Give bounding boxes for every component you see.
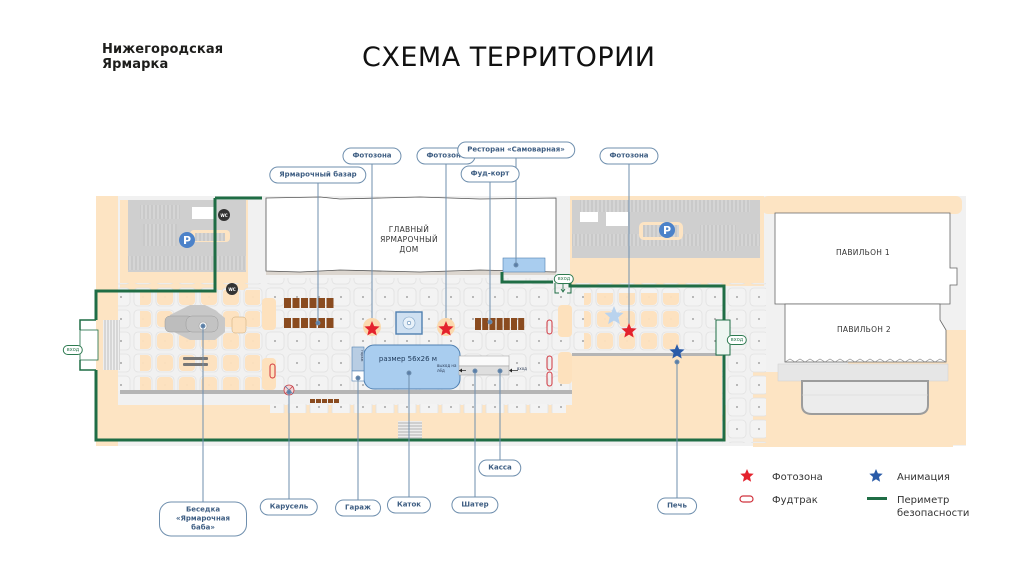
stall (328, 399, 333, 403)
callout-anchor-cashier (497, 368, 503, 374)
rink-entry-label: вход (517, 366, 527, 371)
parking-icon: P (659, 222, 675, 238)
brand-line2: Ярмарка (102, 57, 169, 72)
brand-line1: Нижегородская (102, 42, 224, 57)
stall (326, 318, 334, 328)
page-title: СХЕМА ТЕРРИТОРИИ (362, 42, 656, 73)
blue-star-icon (869, 469, 883, 482)
stall (518, 318, 525, 330)
garage-small-label: гараж (360, 350, 364, 362)
decor-star-icon (604, 306, 624, 325)
red-star-icon (740, 469, 754, 482)
stall (326, 298, 334, 308)
legend-photozone: Фотозона (772, 472, 823, 483)
callout-gazebo[interactable]: Беседка «Ярмарочная баба» (159, 501, 247, 537)
perimeter-line-icon (867, 497, 887, 500)
stall (284, 298, 291, 308)
stall (334, 399, 339, 403)
stall (309, 298, 317, 308)
bazaar-stalls (284, 298, 525, 403)
svg-text:WC: WC (220, 213, 227, 218)
callout-photo1[interactable]: Фотозона (342, 147, 402, 165)
stall (503, 318, 510, 330)
foodtrucks (269, 319, 553, 387)
callout-photo3[interactable]: Фотозона (599, 147, 659, 165)
rink-exit-label: выход на лёд (437, 363, 457, 373)
entrance-east-label[interactable]: вход (726, 335, 748, 345)
stall (511, 318, 517, 330)
callout-anchor-stove (674, 359, 680, 365)
entrance-north-label[interactable]: вход (553, 274, 575, 284)
callout-anchor-rink (406, 370, 412, 376)
photozone-star-2-icon (438, 321, 454, 336)
callout-anchor-bazaar (315, 320, 321, 326)
callout-garage[interactable]: Гараж (335, 499, 381, 517)
stall (301, 318, 308, 328)
gazebo-ymarochnaya-baba (164, 305, 247, 366)
svg-text:P: P (183, 234, 191, 247)
svg-text:P: P (663, 224, 671, 237)
callout-bazaar[interactable]: Ярмарочный базар (269, 166, 367, 184)
legend-animation: Анимация (897, 472, 950, 483)
parking-icon: P (179, 232, 195, 248)
animation-star-icon (669, 344, 685, 359)
stall (482, 318, 489, 330)
callout-carousel[interactable]: Карусель (259, 498, 319, 516)
photozone-star-1-icon (364, 321, 380, 336)
parking-east (570, 196, 764, 286)
stall (310, 399, 315, 403)
callout-foodcourt[interactable]: Фуд-корт (460, 165, 520, 183)
callout-tent[interactable]: Шатер (451, 496, 499, 514)
security-perimeter (94, 196, 726, 442)
pavilion-1-label: ПАВИЛЬОН 1 (835, 248, 891, 257)
callout-anchor-foodcourt (487, 319, 493, 325)
gate-north (554, 283, 572, 294)
gate-west (79, 319, 99, 371)
pavilion-2-label: ПАВИЛЬОН 2 (836, 325, 892, 334)
callout-rink[interactable]: Каток (386, 496, 432, 514)
foodtrack-icon (739, 495, 754, 503)
stall (318, 298, 325, 308)
stall (292, 298, 300, 308)
callout-anchor-restaurant (513, 262, 519, 268)
ice-rink (351, 311, 518, 390)
main-fair-house (265, 196, 557, 275)
legend-icons (739, 469, 887, 503)
pavilions (753, 196, 966, 447)
stall (318, 318, 325, 328)
callout-anchor-garage (355, 375, 361, 381)
brand-logo: Нижегородская Ярмарка (102, 42, 223, 72)
stall (489, 318, 496, 330)
stall (322, 399, 327, 403)
callout-anchor-gazebo (200, 323, 206, 329)
stall (284, 318, 291, 328)
stall (475, 318, 481, 330)
stairs (103, 320, 422, 439)
legend-foodtruck: Фудтрак (772, 495, 818, 506)
photozone-star-3-icon (621, 323, 637, 338)
callout-restaurant[interactable]: Ресторан «Самоварная» (457, 141, 575, 159)
stall (301, 298, 308, 308)
callout-anchor-carousel (286, 389, 292, 395)
stall (292, 318, 300, 328)
stall (496, 318, 503, 330)
stall (309, 318, 317, 328)
main-house-label: ГЛАВНЫЙ ЯРМАРОЧНЫЙ ДОМ (380, 225, 438, 254)
wc-icon: WC (218, 209, 230, 221)
callout-anchor-tent (472, 368, 478, 374)
entrance-west-label[interactable]: вход (62, 345, 84, 355)
stall (316, 399, 321, 403)
callout-lines (200, 157, 680, 509)
legend-perimeter: Периметр безопасности (897, 495, 970, 519)
svg-text:WC: WC (228, 287, 235, 292)
map-stars (363, 306, 685, 359)
wc-icon: WC (226, 283, 238, 295)
rink-size-label: размер 56х26 м (378, 355, 438, 363)
callout-cashier[interactable]: Касса (478, 459, 522, 477)
callout-stove[interactable]: Печь (657, 497, 697, 515)
